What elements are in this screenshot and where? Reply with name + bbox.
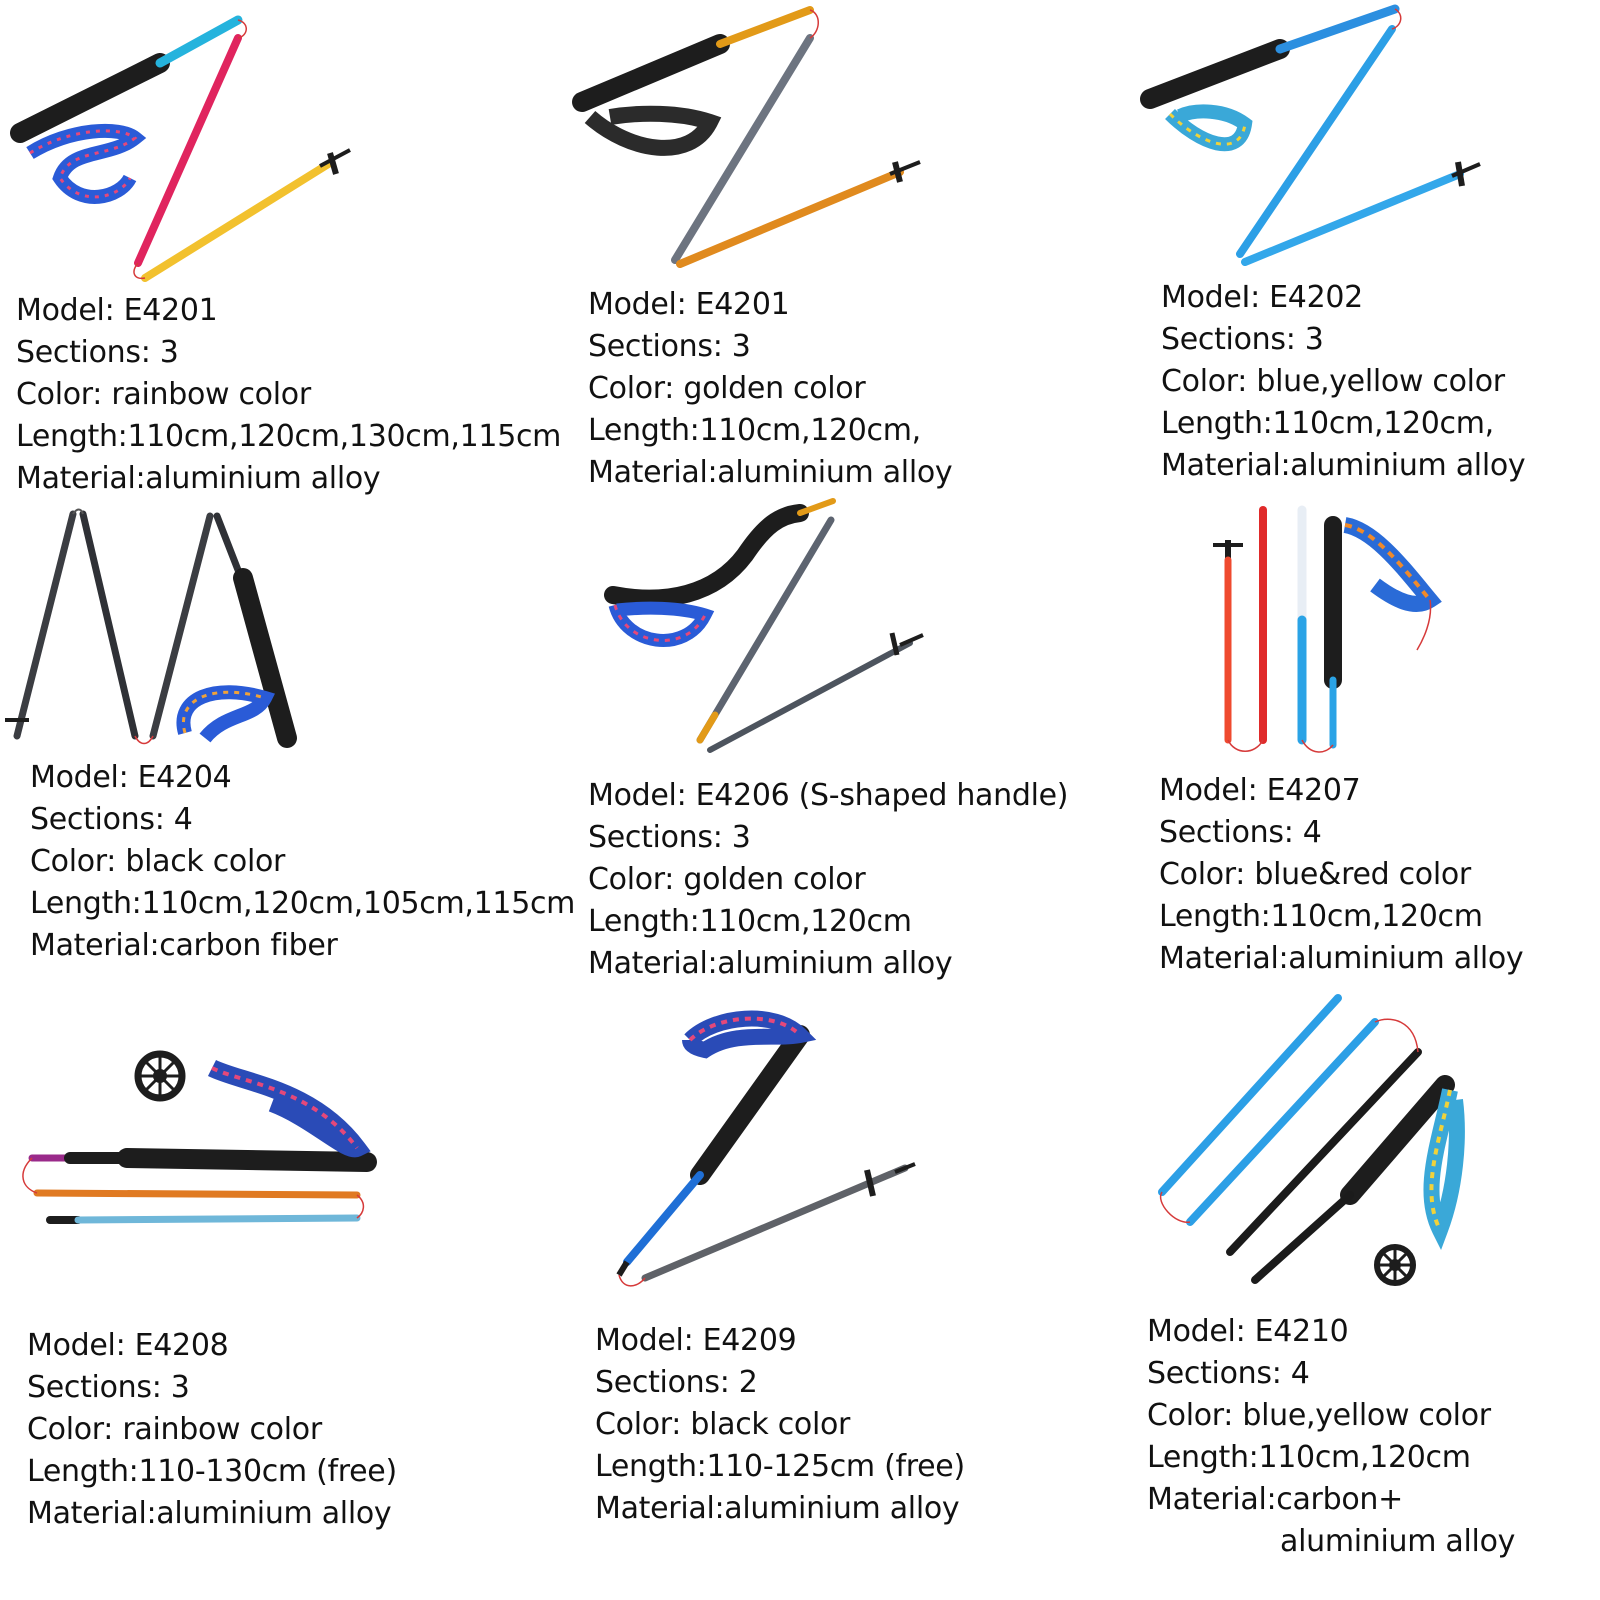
product-image bbox=[5, 508, 305, 748]
trekking-pole-icon bbox=[1140, 4, 1481, 266]
length-label: Length:110cm,120cm, bbox=[588, 413, 921, 448]
length-label: Length:110-125cm (free) bbox=[595, 1449, 965, 1484]
color-label: Color: blue&red color bbox=[1159, 857, 1471, 892]
length-label: Length:110cm,120cm,105cm,115cm bbox=[30, 886, 576, 921]
length-label: Length:110cm,120cm bbox=[1159, 899, 1483, 934]
length-label: Length:110cm,120cm bbox=[588, 904, 912, 939]
material-label-continued: aluminium alloy bbox=[1280, 1524, 1516, 1559]
color-label: Color: rainbow color bbox=[27, 1412, 322, 1447]
product-image bbox=[570, 2, 930, 272]
sections-label: Sections: 3 bbox=[588, 820, 751, 855]
color-label: Color: black color bbox=[595, 1407, 851, 1442]
material-label: Material:aluminium alloy bbox=[16, 461, 381, 496]
sections-label: Sections: 3 bbox=[588, 329, 751, 364]
trekking-pole-icon bbox=[1158, 994, 1465, 1286]
product-image bbox=[12, 1048, 377, 1248]
color-label: Color: rainbow color bbox=[16, 377, 311, 412]
product-image bbox=[604, 495, 935, 760]
sections-label: Sections: 4 bbox=[1159, 815, 1322, 850]
trekking-pole-icon bbox=[10, 15, 351, 282]
color-label: Color: golden color bbox=[588, 371, 866, 406]
sections-label: Sections: 4 bbox=[1147, 1356, 1310, 1391]
color-label: Color: golden color bbox=[588, 862, 866, 897]
material-label: Material:aluminium alloy bbox=[1161, 448, 1526, 483]
material-label: Material:carbon fiber bbox=[30, 928, 338, 963]
length-label: Length:110cm,120cm bbox=[1147, 1440, 1471, 1475]
trekking-pole-icon bbox=[1213, 505, 1442, 753]
model-label: Model: E4208 bbox=[27, 1328, 229, 1363]
model-label: Model: E4209 bbox=[595, 1323, 797, 1358]
model-label: Model: E4206 (S-shaped handle) bbox=[588, 778, 1069, 813]
trekking-pole-icon bbox=[5, 508, 297, 748]
model-label: Model: E4201 bbox=[588, 287, 790, 322]
length-label: Length:110-130cm (free) bbox=[27, 1454, 397, 1489]
sections-label: Sections: 4 bbox=[30, 802, 193, 837]
sections-label: Sections: 2 bbox=[595, 1365, 758, 1400]
model-label: Model: E4207 bbox=[1159, 773, 1361, 808]
trekking-pole-icon bbox=[22, 1050, 377, 1224]
material-label: Material:carbon+ bbox=[1147, 1482, 1403, 1517]
length-label: Length:110cm,120cm,130cm,115cm bbox=[16, 419, 562, 454]
product-image bbox=[1140, 4, 1500, 269]
trekking-pole-icon bbox=[572, 6, 921, 268]
color-label: Color: blue,yellow color bbox=[1147, 1398, 1491, 1433]
color-label: Color: black color bbox=[30, 844, 286, 879]
trekking-pole-icon bbox=[604, 498, 924, 753]
model-label: ModeI: E4202 bbox=[1161, 280, 1363, 315]
trekking-pole-icon bbox=[616, 1010, 916, 1287]
color-label: Color: blue,yellow color bbox=[1161, 364, 1505, 399]
model-label: Model: E4210 bbox=[1147, 1314, 1349, 1349]
material-label: Material:aluminium alloy bbox=[1159, 941, 1524, 976]
model-label: Model: E4201 bbox=[16, 293, 218, 328]
product-image bbox=[605, 1000, 925, 1290]
material-label: Material:aluminium alloy bbox=[588, 946, 953, 981]
length-label: Length:110cm,120cm, bbox=[1161, 406, 1494, 441]
material-label: Material:aluminium alloy bbox=[27, 1496, 392, 1531]
sections-label: Sections: 3 bbox=[1161, 322, 1324, 357]
product-image bbox=[1150, 990, 1490, 1290]
sections-label: Sections: 3 bbox=[27, 1370, 190, 1405]
model-label: Model: E4204 bbox=[30, 760, 232, 795]
sections-label: Sections: 3 bbox=[16, 335, 179, 370]
product-image bbox=[1205, 500, 1445, 760]
product-image bbox=[10, 8, 360, 288]
material-label: Material:aluminium alloy bbox=[588, 455, 953, 490]
material-label: Material:aluminium alloy bbox=[595, 1491, 960, 1526]
